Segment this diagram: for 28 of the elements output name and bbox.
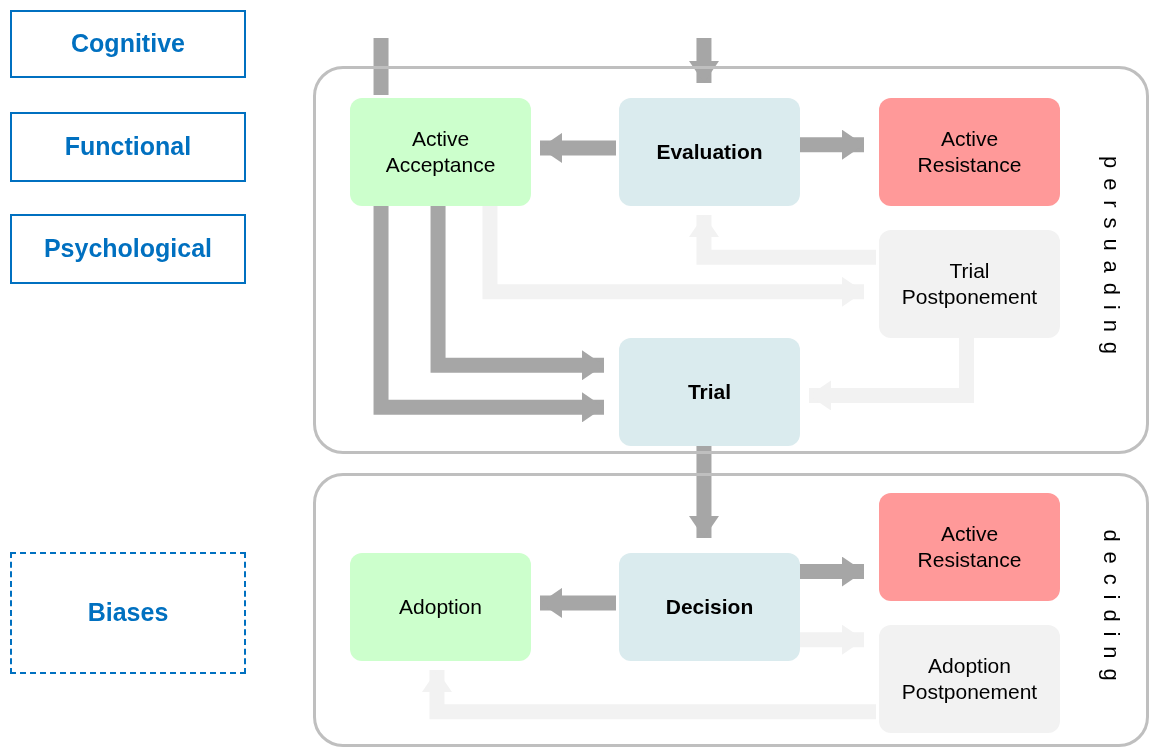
node-label: Adoption Postponement (900, 652, 1039, 705)
node-label: Psychological (43, 233, 213, 265)
node-label: Active Resistance (916, 520, 1023, 573)
node-label: Cognitive (71, 28, 185, 60)
category-box (10, 214, 246, 284)
node-label: Decision (665, 594, 754, 621)
stage-group (313, 473, 1149, 747)
node-label: Functional (64, 131, 192, 163)
process-box (879, 493, 1060, 601)
process-box (619, 338, 800, 446)
node-label: Active Resistance (916, 125, 1023, 178)
node-label: Evaluation (656, 139, 763, 166)
process-box (879, 98, 1060, 206)
node-label: Adoption (399, 593, 482, 620)
process-box (350, 98, 531, 206)
process-box (619, 553, 800, 661)
node-label: Biases (87, 597, 169, 629)
category-box (10, 112, 246, 182)
category-box (10, 552, 246, 674)
stage-group (313, 66, 1149, 454)
node-label: Active Acceptance (384, 125, 497, 178)
process-box (619, 98, 800, 206)
stage-label: persuading (1098, 156, 1125, 364)
category-box (10, 10, 246, 78)
node-label: Trial (687, 379, 732, 406)
stage-label: deciding (1098, 529, 1125, 691)
process-box (350, 553, 531, 661)
node-label: Trial Postponement (900, 257, 1039, 310)
